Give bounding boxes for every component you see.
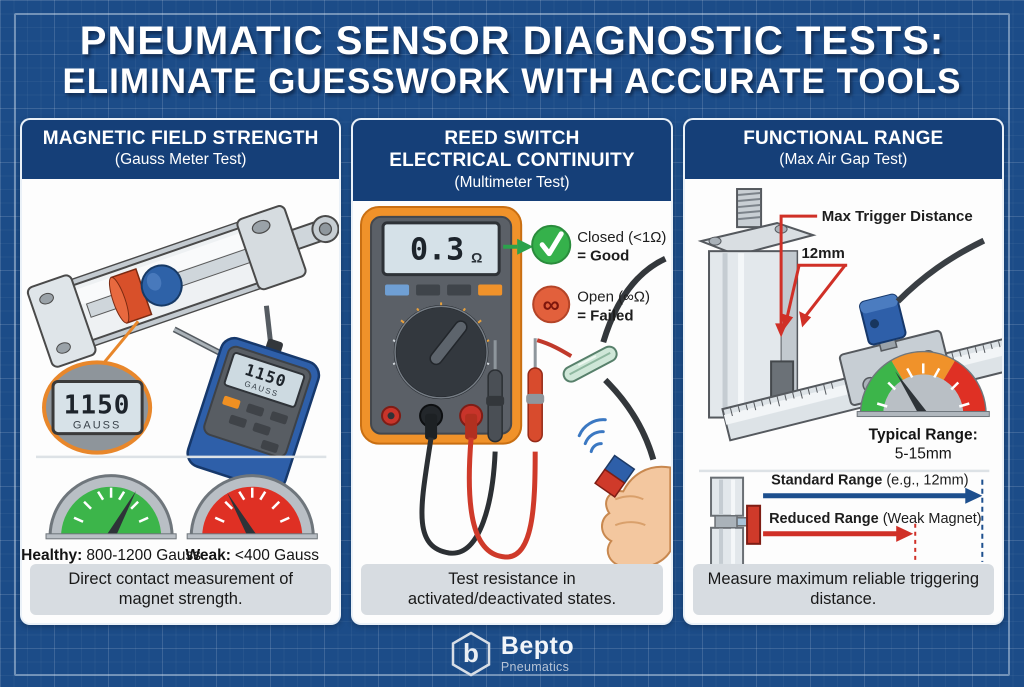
poster-title: PNEUMATIC SENSOR DIAGNOSTIC TESTS: ELIMI… [0,20,1024,102]
panel-magnetic-field: MAGNETIC FIELD STRENGTH (Gauss Meter Tes… [20,118,342,625]
brand-tagline: Pneumatics [500,660,570,675]
panels-row: MAGNETIC FIELD STRENGTH (Gauss Meter Tes… [20,118,1004,625]
typical-range-value: 5-15mm [894,446,951,463]
weak-gauge-label: Weak:<400 Gauss [186,547,320,564]
title-line1: PNEUMATIC SENSOR DIAGNOSTIC TESTS: [79,19,945,63]
panel-reed-body: 0.3 Ω [353,201,671,623]
weak-gauge-needle [227,492,258,536]
test-magnet [594,454,636,499]
max-trigger-label: Max Trigger Distance [821,208,972,225]
air-gap-test-illustration: Max Trigger Distance 12mm [697,188,1002,567]
panel-magnetic-body: 1150 GAUSS 1150 GAUSS [22,179,340,623]
panel-reed-title-line1: REED SWITCH [444,128,580,149]
closed-result: = Good [578,248,630,265]
svg-text:b: b [463,638,479,668]
panel-reed-footer: Test resistance in activated/deactivated… [361,563,663,615]
max-trigger-callout: Max Trigger Distance 12mm [774,208,972,338]
ohm-display-value: 0.3 [410,233,464,268]
panel-reed-switch: REED SWITCH ELECTRICAL CONTINUITY (Multi… [351,118,673,625]
wireless-waves-icon [578,418,608,454]
multimeter: 0.3 Ω [360,206,523,446]
open-result: = Failed [578,308,634,325]
gauss-test-illustration: 1150 GAUSS 1150 GAUSS [22,205,340,564]
sensor-block [745,504,761,545]
closed-good-status: Closed (<1Ω) = Good [531,225,667,266]
gauss-value-zoom: 1150 [64,391,131,421]
zoom-callout-line [98,320,140,369]
hexagon-b-icon: b [451,631,491,677]
ohm-display-unit: Ω [471,250,482,266]
vertical-cylinder [697,188,817,419]
black-test-lead [419,437,498,556]
cylinder-edge-detail [709,476,761,567]
black-probe [486,340,505,443]
weak-gauge [186,474,318,540]
reed-wire-top [600,256,667,344]
section-divider [36,455,327,459]
gap-value-label: 12mm [801,245,844,262]
healthy-gauge-needle [106,490,137,536]
title-line2: ELIMINATE GUESSWORK WITH ACCURATE TOOLS [62,62,962,101]
reduced-range-label: Reduced Range(Weak Magnet) [769,511,982,527]
panel-reed-header: REED SWITCH ELECTRICAL CONTINUITY (Multi… [353,120,671,202]
multimeter-test-illustration: 0.3 Ω [360,206,671,570]
gauss-unit-zoom: GAUSS [73,420,122,432]
open-label: Open (∞Ω) [578,289,651,306]
brand-logo-text: Bepto Pneumatics [501,634,574,674]
check-icon [531,225,572,266]
pneumatic-cylinder-cutaway [26,205,340,368]
panel-reed-subtitle: (Multimeter Test) [454,173,570,191]
brand-name: Bepto [500,632,575,661]
panel-range-header: FUNCTIONAL RANGE (Max Air Gap Test) [684,120,1002,179]
svg-text:∞: ∞ [543,292,560,319]
panel-magnetic-subtitle: (Gauss Meter Test) [114,151,247,169]
panel-range-footer: Measure maximum reliable triggering dist… [692,563,994,615]
range-gauge: Typical Range: 5-15mm [856,350,990,463]
gauss-reading-zoom-circle: 1150 GAUSS [42,360,153,455]
panel-functional-range: FUNCTIONAL RANGE (Max Air Gap Test) [682,118,1004,625]
reduced-range-arrow: Reduced Range(Weak Magnet) [762,511,982,562]
healthy-gauge [45,474,177,540]
panel-magnetic-header: MAGNETIC FIELD STRENGTH (Gauss Meter Tes… [22,120,340,179]
panel-range-title: FUNCTIONAL RANGE [743,128,944,149]
brand-logo: b Bepto Pneumatics [0,631,1024,677]
panel-magnetic-footer: Direct contact measurement of magnet str… [30,563,332,615]
closed-label: Closed (<1Ω) [578,229,667,246]
infinity-icon [532,285,571,324]
section-divider [698,469,989,473]
dial-knob [429,320,468,366]
typical-range-label: Typical Range: [868,427,977,444]
red-probe [526,338,545,443]
gauss-meter-device: 1150 GAUSS [186,305,321,492]
panel-reed-title-line2: ELECTRICAL CONTINUITY [389,150,635,172]
red-test-lead [467,437,539,560]
sensor-cable [895,237,985,304]
standard-range-label: Standard Range(e.g., 12mm) [771,473,968,489]
reed-jumper-wire [536,338,573,359]
healthy-gauge-label: Healthy:800-1200 Gauss [22,547,201,564]
open-failed-status: ∞ Open (∞Ω) = Failed [532,285,651,325]
reed-wire-bottom [603,378,657,461]
panel-range-body: Max Trigger Distance 12mm [684,179,1002,623]
reed-switch [562,346,618,383]
panel-magnetic-title: MAGNETIC FIELD STRENGTH [42,128,319,149]
panel-range-subtitle: (Max Air Gap Test) [779,151,908,169]
